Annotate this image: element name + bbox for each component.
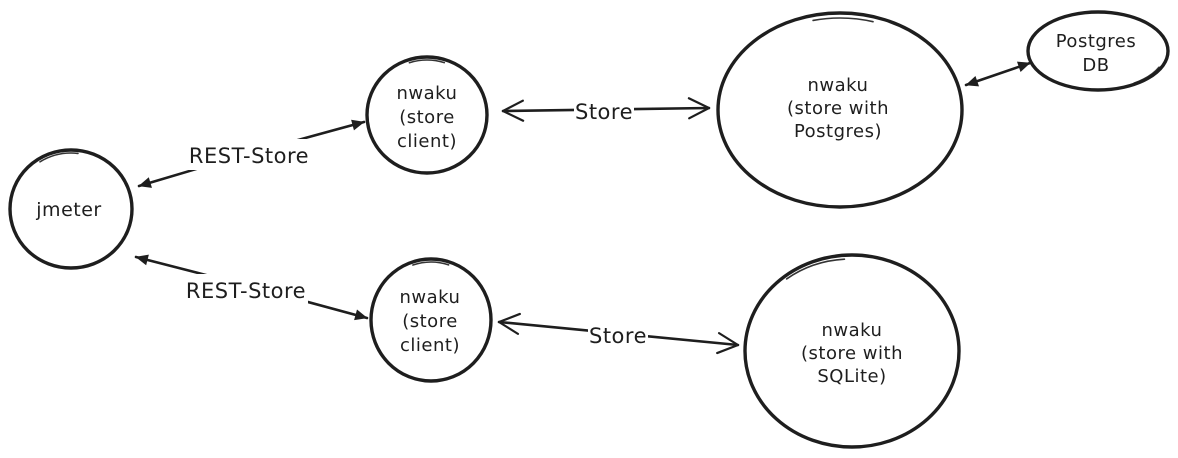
edge-postgres-db-link (964, 61, 1032, 87)
node-nwaku-store-sqlite-label-line2: (store with (801, 343, 903, 364)
node-nwaku-store-client-bottom-shape-overdraw (373, 261, 489, 381)
node-postgres-db-label-line2: DB (1082, 55, 1109, 76)
node-postgres-db: Postgres DB (1026, 10, 1170, 92)
edge-store-bottom: Store (497, 312, 740, 355)
node-postgres-db-shape-overdraw (1030, 14, 1166, 90)
edge-postgres-db-link-line (964, 61, 1032, 87)
node-nwaku-store-client-top: nwaku (store client) (365, 55, 489, 175)
node-jmeter-label: jmeter (35, 199, 101, 221)
node-nwaku-store-client-top-label-line1: nwaku (397, 83, 458, 104)
edge-store-top-label: Store (575, 100, 633, 124)
node-nwaku-store-client-top-shape-overdraw (369, 59, 485, 173)
node-nwaku-store-sqlite: nwaku (store with SQLite) (743, 253, 961, 449)
edge-store-top-label-bg (574, 96, 634, 123)
node-nwaku-store-sqlite-label-line1: nwaku (822, 320, 883, 341)
node-postgres-db-shape (1026, 10, 1170, 92)
node-nwaku-store-client-top-label-line3: client) (397, 131, 457, 152)
node-jmeter-shape (8, 148, 134, 270)
node-nwaku-store-postgres-label-line3: Postgres) (794, 121, 882, 142)
node-nwaku-store-client-bottom-shape (369, 257, 493, 383)
edge-rest-store-bottom-label-bg (184, 274, 308, 305)
edge-rest-store-bottom: REST-Store (134, 254, 369, 321)
node-nwaku-store-sqlite-label-line3: SQLite) (817, 366, 886, 387)
node-nwaku-store-postgres-shape (716, 11, 964, 209)
edge-store-bottom-label-bg (588, 320, 648, 347)
edge-rest-store-top-label: REST-Store (189, 144, 309, 168)
node-nwaku-store-postgres: nwaku (store with Postgres) (716, 11, 964, 209)
node-nwaku-store-client-bottom-label-line1: nwaku (400, 287, 461, 308)
node-jmeter-shape-overdraw (12, 152, 130, 268)
node-nwaku-store-postgres-label-line1: nwaku (808, 75, 869, 96)
node-nwaku-store-client-bottom: nwaku (store client) (369, 257, 493, 383)
edge-store-top: Store (501, 96, 711, 124)
node-jmeter: jmeter (8, 148, 134, 270)
edge-rest-store-top: REST-Store (137, 119, 366, 188)
edge-rest-store-top-label-bg (187, 139, 311, 170)
node-nwaku-store-postgres-label-line2: (store with (787, 98, 889, 119)
node-nwaku-store-client-bottom-label-line3: client) (400, 335, 460, 356)
node-nwaku-store-client-bottom-label-line2: (store (402, 311, 458, 332)
edge-store-bottom-label: Store (589, 324, 647, 348)
edge-rest-store-bottom-label: REST-Store (186, 279, 306, 303)
node-nwaku-store-client-top-shape (365, 55, 489, 175)
node-nwaku-store-client-top-label-line2: (store (399, 107, 455, 128)
node-nwaku-store-postgres-shape-overdraw (720, 17, 960, 207)
node-nwaku-store-sqlite-shape (743, 253, 961, 449)
node-postgres-db-label-line1: Postgres (1056, 31, 1137, 52)
